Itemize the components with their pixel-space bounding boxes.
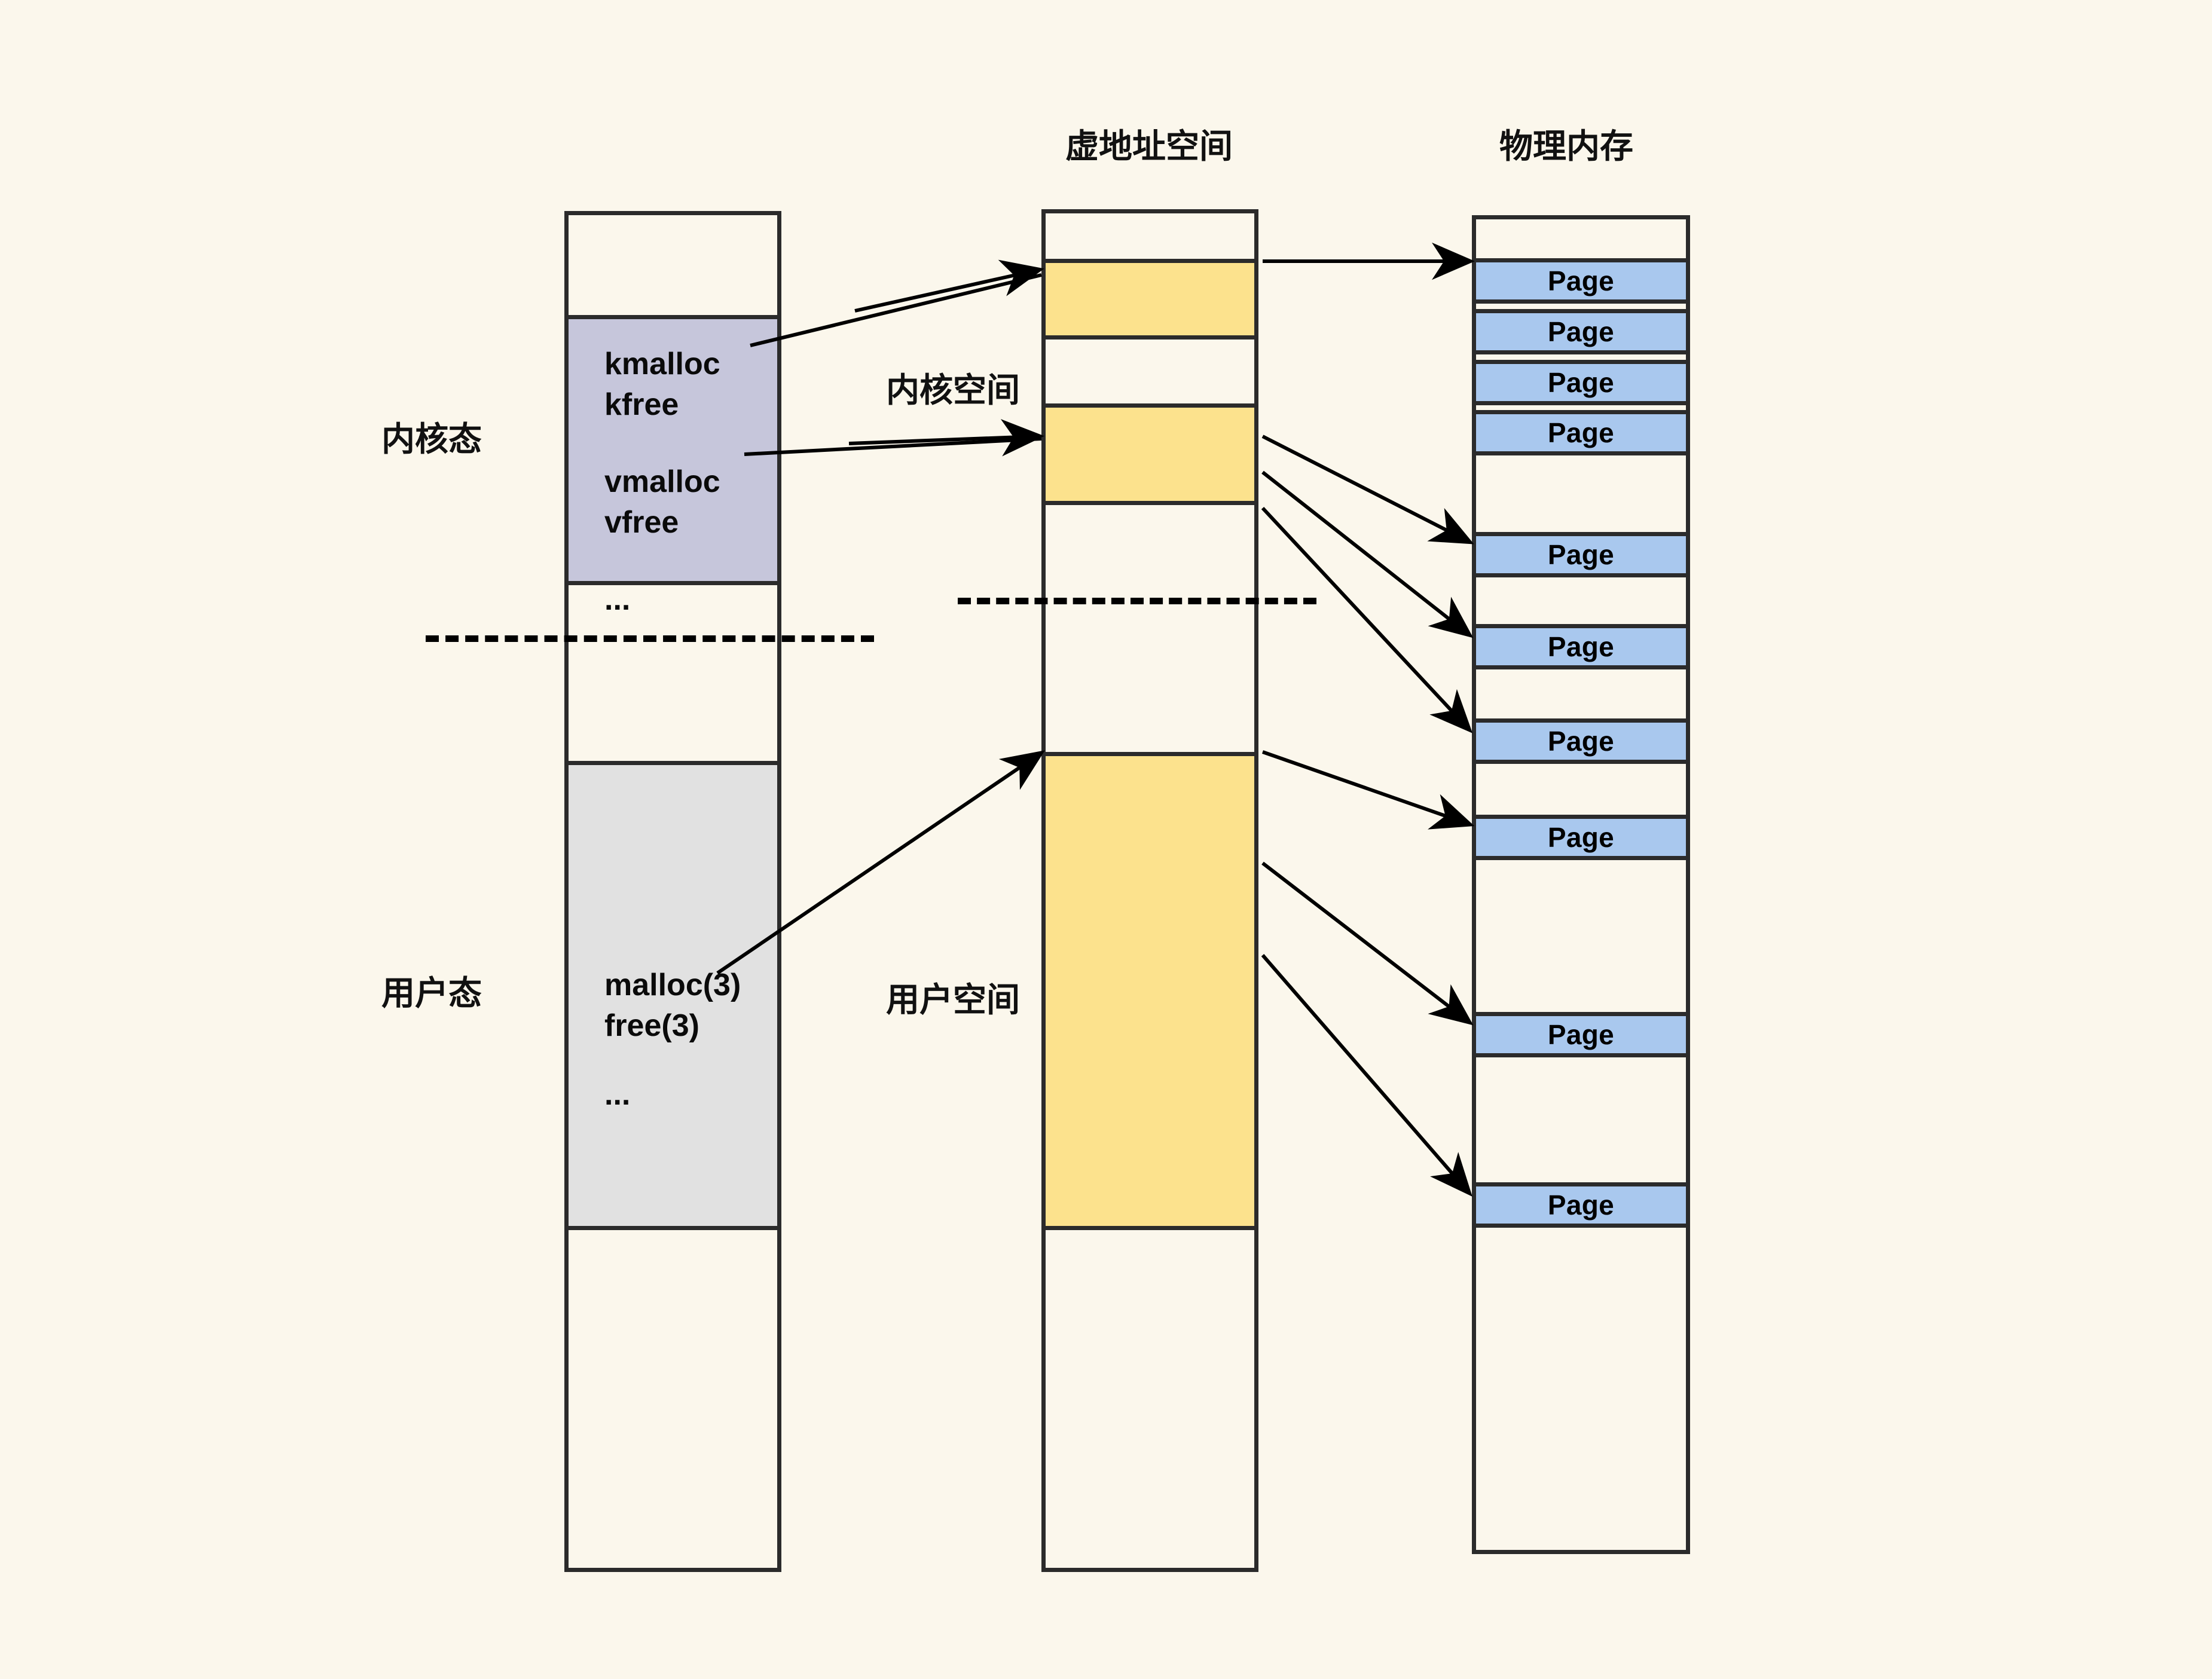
arrow-user-region-to-page-3 <box>1261 954 1472 1197</box>
kernel-fn-vmalloc: vmalloc <box>604 464 720 500</box>
physical-page[interactable]: Page <box>1472 309 1690 354</box>
user-mode-label: 用户态 <box>381 974 482 1012</box>
arrow-vmalloc-region-to-page-2 <box>1261 470 1474 638</box>
kernel-fn-kmalloc: kmalloc <box>604 347 720 381</box>
user-fn-malloc: malloc(3) <box>604 968 741 1002</box>
kernel-allocator-block[interactable]: kmalloc kfree vmalloc vfree ... <box>564 315 781 617</box>
kernel-fn-spacer <box>604 425 777 462</box>
kernel-fn-kfree: kfree <box>604 387 679 422</box>
virtual-region-vmalloc[interactable] <box>1041 403 1258 505</box>
leader-kmalloc <box>750 273 1042 347</box>
physical-page-label: Page <box>1547 822 1615 853</box>
virtual-region-user[interactable] <box>1041 752 1258 1230</box>
user-fn-ellipsis: ... <box>604 1077 631 1112</box>
kernel-fn-spacer2 <box>604 543 777 580</box>
kernel-user-mode-divider <box>426 635 874 642</box>
physical-page[interactable]: Page <box>1472 258 1690 304</box>
physical-page-label: Page <box>1547 1019 1615 1050</box>
physical-page[interactable]: Page <box>1472 1182 1690 1228</box>
physical-page-label: Page <box>1547 1189 1615 1221</box>
physical-page-label: Page <box>1547 726 1615 757</box>
kernel-fn-vfree: vfree <box>604 504 679 540</box>
kernel-fn-ellipsis: ... <box>604 582 631 617</box>
physical-page[interactable]: Page <box>1472 410 1690 455</box>
user-allocator-block[interactable]: malloc(3) free(3) ... <box>564 761 781 1230</box>
physical-page-label: Page <box>1547 316 1615 347</box>
physical-page[interactable]: Page <box>1472 815 1690 860</box>
arrow-vmalloc-region-to-page-3 <box>1261 506 1473 733</box>
user-fn-free: free(3) <box>604 1008 699 1043</box>
user-space-label: 用户空间 <box>886 981 1020 1019</box>
physical-page-label: Page <box>1547 539 1615 570</box>
physical-page[interactable]: Page <box>1472 1012 1690 1057</box>
physical-memory-title: 物理内存 <box>1499 127 1633 165</box>
kernel-mode-label: 内核态 <box>381 420 482 458</box>
virtual-region-kmalloc[interactable] <box>1041 259 1258 340</box>
physical-page[interactable]: Page <box>1472 718 1690 764</box>
arrow-vmalloc-region-to-page-1 <box>1261 435 1474 545</box>
physical-page-label: Page <box>1547 631 1615 662</box>
physical-page[interactable]: Page <box>1472 360 1690 405</box>
physical-page[interactable]: Page <box>1472 532 1690 577</box>
kernel-space-label: 内核空间 <box>886 371 1020 409</box>
virtual-address-space-title: 虚地址空间 <box>1065 127 1233 165</box>
arrow-user-region-to-page-1 <box>1262 750 1475 830</box>
user-fn-spacer <box>604 1046 741 1075</box>
physical-page[interactable]: Page <box>1472 624 1690 669</box>
arrow-vmalloc-to-virtual <box>848 419 1044 457</box>
physical-page-label: Page <box>1547 417 1615 448</box>
physical-page-label: Page <box>1547 367 1615 398</box>
arrow-kmalloc-to-virtual <box>854 259 1044 313</box>
arrow-user-region-to-page-2 <box>1261 861 1474 1026</box>
physical-page-label: Page <box>1547 265 1615 296</box>
kernel-user-space-divider <box>958 598 1316 604</box>
leader-vmalloc <box>744 437 1042 456</box>
